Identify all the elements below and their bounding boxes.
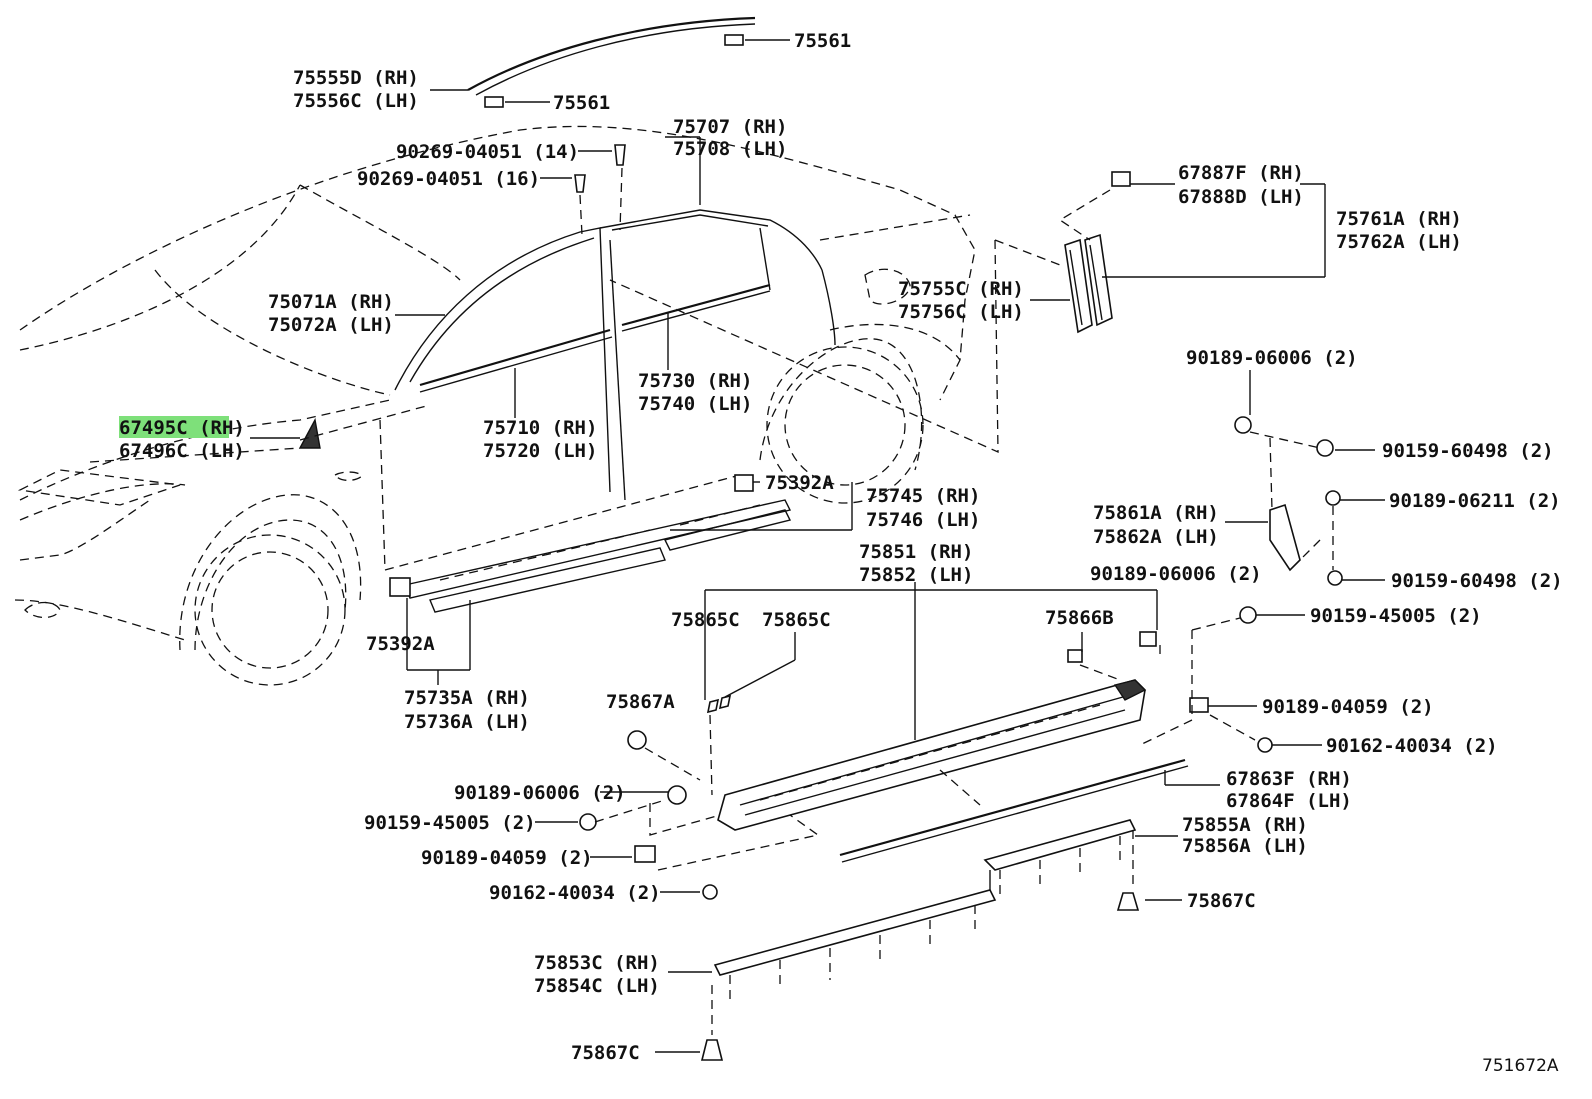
part-labels: 75561 75555D (RH) 75556C (LH) 75561 7570… (119, 30, 1563, 1076)
label-90269-16: 90269-04051 (16) (357, 168, 540, 190)
label-75556C: 75556C (LH) (293, 90, 419, 112)
label-90189-06211: 90189-06211 (2) (1389, 490, 1561, 512)
label-75854C: 75854C (LH) (534, 975, 660, 997)
label-75072A: 75072A (LH) (268, 314, 394, 336)
label-75730: 75730 (RH) (638, 370, 752, 392)
diagram-reference-code: 751672A (1482, 1056, 1559, 1076)
label-75862A: 75862A (LH) (1093, 526, 1219, 548)
label-90159-60498-b: 90159-60498 (2) (1391, 570, 1563, 592)
label-75861A: 75861A (RH) (1093, 502, 1219, 524)
label-90189-06006-right: 90189-06006 (2) (1186, 347, 1358, 369)
label-75720: 75720 (LH) (483, 440, 597, 462)
side-moldings (389, 474, 792, 613)
label-90159-45005-left: 90159-45005 (2) (364, 812, 536, 834)
label-90189-04059-right: 90189-04059 (2) (1262, 696, 1434, 718)
label-67864F: 67864F (LH) (1226, 790, 1352, 812)
label-75707: 75707 (RH) (673, 116, 787, 138)
label-75746: 75746 (LH) (866, 509, 980, 531)
label-67887F: 67887F (RH) (1178, 162, 1304, 184)
label-75561-mid: 75561 (553, 92, 610, 114)
label-75756C: 75756C (LH) (898, 301, 1024, 323)
label-75867C-right: 75867C (1187, 890, 1256, 912)
label-75740: 75740 (LH) (638, 393, 752, 415)
label-75867A: 75867A (606, 691, 675, 713)
label-90159-45005-right: 90159-45005 (2) (1310, 605, 1482, 627)
label-75853C: 75853C (RH) (534, 952, 660, 974)
roof-molding (467, 16, 756, 108)
label-67495C: 67495C (RH) (119, 417, 245, 439)
label-75071A: 75071A (RH) (268, 291, 394, 313)
label-75561-top: 75561 (794, 30, 851, 52)
label-75555D: 75555D (RH) (293, 67, 419, 89)
highlight-marker (119, 416, 229, 438)
label-90269-14: 90269-04051 (14) (396, 141, 579, 163)
label-75755C: 75755C (RH) (898, 278, 1024, 300)
label-75867C-left: 75867C (571, 1042, 640, 1064)
label-90189-06006-mid: 90189-06006 (2) (1090, 563, 1262, 585)
label-67863F: 67863F (RH) (1226, 768, 1352, 790)
door-frames (298, 209, 836, 501)
label-75392A-left: 75392A (366, 633, 435, 655)
label-75745: 75745 (RH) (866, 485, 980, 507)
rocker-panel (717, 679, 1189, 863)
label-75761A: 75761A (RH) (1336, 208, 1462, 230)
label-90189-04059-left: 90189-04059 (2) (421, 847, 593, 869)
fasteners (574, 144, 1343, 1061)
label-75865C-b: 75865C (762, 609, 831, 631)
label-75855A: 75855A (RH) (1182, 814, 1308, 836)
label-90159-60498-a: 90159-60498 (2) (1382, 440, 1554, 462)
label-75736A: 75736A (LH) (404, 711, 530, 733)
label-75762A: 75762A (LH) (1336, 231, 1462, 253)
rear-pillar-molding (1064, 171, 1131, 334)
label-75866B: 75866B (1045, 607, 1114, 629)
label-75851: 75851 (RH) (859, 541, 973, 563)
leader-lines (89, 39, 1385, 1053)
lower-brackets (713, 819, 1137, 1005)
label-75392A-right: 75392A (765, 472, 834, 494)
label-75708: 75708 (LH) (673, 138, 787, 160)
label-75735A: 75735A (RH) (404, 687, 530, 709)
label-75865C-a: 75865C (671, 609, 740, 631)
label-75852: 75852 (LH) (859, 564, 973, 586)
label-67496C: 67496C (LH) (119, 440, 245, 462)
car-body-outline (14, 125, 976, 686)
label-90162-40034-right: 90162-40034 (2) (1326, 735, 1498, 757)
label-90162-40034-left: 90162-40034 (2) (489, 882, 661, 904)
label-67888D: 67888D (LH) (1178, 186, 1304, 208)
label-90189-06006-left: 90189-06006 (2) (454, 782, 626, 804)
label-75856A: 75856A (LH) (1182, 835, 1308, 857)
label-75710: 75710 (RH) (483, 417, 597, 439)
